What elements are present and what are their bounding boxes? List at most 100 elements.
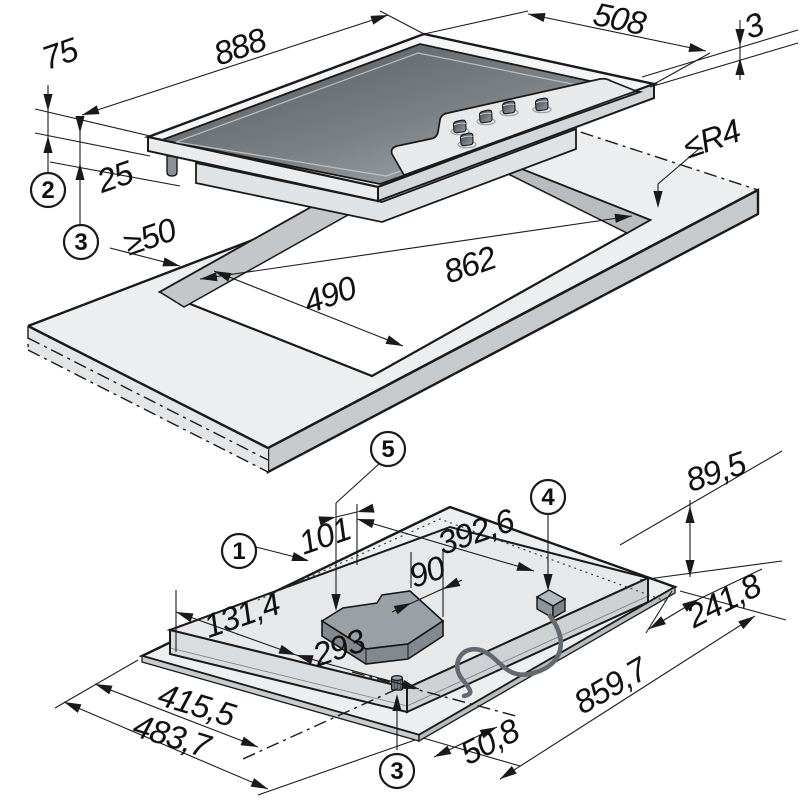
callout-3-circle[interactable] [62,223,100,261]
dim-arrowhead [95,684,113,695]
dim-arrowhead [738,616,755,630]
dim-859-7: 859,7 [567,649,655,721]
dim-arrowhead [82,105,100,115]
dim-arrowhead [357,503,375,513]
worktop-back-right-edge-phantom [555,123,759,191]
worktop-cut-edge-middle [27,337,269,461]
dim-line-862 [199,215,633,280]
ext-line [641,29,799,78]
dim-arrowhead [685,506,695,523]
junction-box-front [321,619,444,665]
ext-line [422,737,521,767]
dim-arrowhead [291,552,309,562]
dim-line-490 [213,270,404,347]
ref-line [639,560,783,581]
top-view-dimension-lines [81,13,707,347]
ext-line [257,739,416,796]
screw-centerline [351,671,517,717]
dim-arrowhead [43,94,53,111]
dim-arrowhead [479,727,497,739]
ext-line [698,568,763,600]
dim-arrowhead [434,745,452,757]
dim-arrowhead [43,136,53,153]
dim-arrowhead [688,42,706,52]
dim-arrowhead [250,778,268,789]
callout-2-circle[interactable] [29,171,67,209]
dim-line-131-4 [175,611,297,656]
cooktop-foot [166,155,178,177]
dim-arrowhead [735,58,745,75]
dim-corner-radius: ≤R4 [678,112,745,166]
dim-arrowhead [500,765,517,779]
callout-3b-circle[interactable] [378,752,416,790]
dim-arrowhead [516,561,534,571]
dim-line-293 [295,654,420,690]
ext-line [49,161,181,187]
dim-50-8: 50,8 [454,711,526,772]
dim-line-101 [335,511,358,518]
dim-arrowhead [75,163,85,180]
dim-line-508 [527,13,707,52]
callout-4-label: 4 [541,484,555,511]
dim-arrowhead [200,272,218,282]
dim-arrowhead [240,736,258,747]
ext-line [649,42,799,88]
dim-101: 101 [294,510,355,562]
ext-line [34,132,151,157]
hob-body-lip-line [169,595,649,707]
callout-3-label: 3 [74,229,87,256]
dim-arrowhead [685,560,695,577]
callout-1-circle[interactable] [220,532,258,570]
dim-arrowhead [75,116,85,133]
dim-arrowhead [176,612,194,623]
worktop-cut-edge-bottom [27,349,269,473]
callout-1-label: 1 [232,538,245,565]
dim-888: 888 [209,20,272,72]
dim-arrowhead [735,29,745,46]
panel-center-dotted-line [257,518,669,603]
dim-min-clearance: ≥50 [119,210,182,262]
mains-cable [455,613,564,699]
dim-arrowhead [682,599,699,612]
dim-arrowhead [318,516,336,526]
dim-line-888 [81,14,389,116]
dim-arrowhead [614,213,632,223]
callout-3b-label: 3 [390,758,403,785]
dim-arrowhead [385,335,403,346]
glass-panel-edge-right [418,585,676,743]
dim-arrowhead [296,655,314,665]
callout-2-label: 2 [41,177,54,204]
ext-line [379,10,425,35]
dim-arrowhead [162,257,180,267]
dim-arrowhead [214,271,232,282]
dim-75: 75 [37,30,83,77]
dim-line-859-7 [499,615,756,780]
connection-box-side [552,597,566,620]
callout-4-circle[interactable] [529,478,567,516]
cooktop [143,32,659,223]
cooktop-glass [158,43,644,185]
callout-numbers: 2 3 1 5 4 3 [41,177,555,785]
callout-5-circle[interactable] [369,430,407,468]
worktop-left-top-edge [27,324,269,450]
dim-25: 25 [91,153,138,200]
callout-5-label: 5 [381,436,394,463]
ext-line [645,590,673,634]
ref-line [619,450,783,546]
dim-arrowhead [443,577,461,589]
top-view-extension-lines [34,10,799,267]
dim-arrowhead [370,15,388,25]
dim-89-5: 89,5 [681,444,752,499]
dim-arrowhead [331,594,341,611]
dim-arrowhead [543,574,553,591]
junction-box-edge [365,644,409,664]
dim-arrowhead [653,191,663,208]
dim-line-392-6 [356,518,535,572]
dim-arrowhead [392,694,402,711]
bottom-view [138,505,678,743]
dim-arrowhead [278,644,296,655]
control-panel-area [390,77,637,176]
ext-line [653,52,711,85]
dim-3: 3 [739,5,769,46]
